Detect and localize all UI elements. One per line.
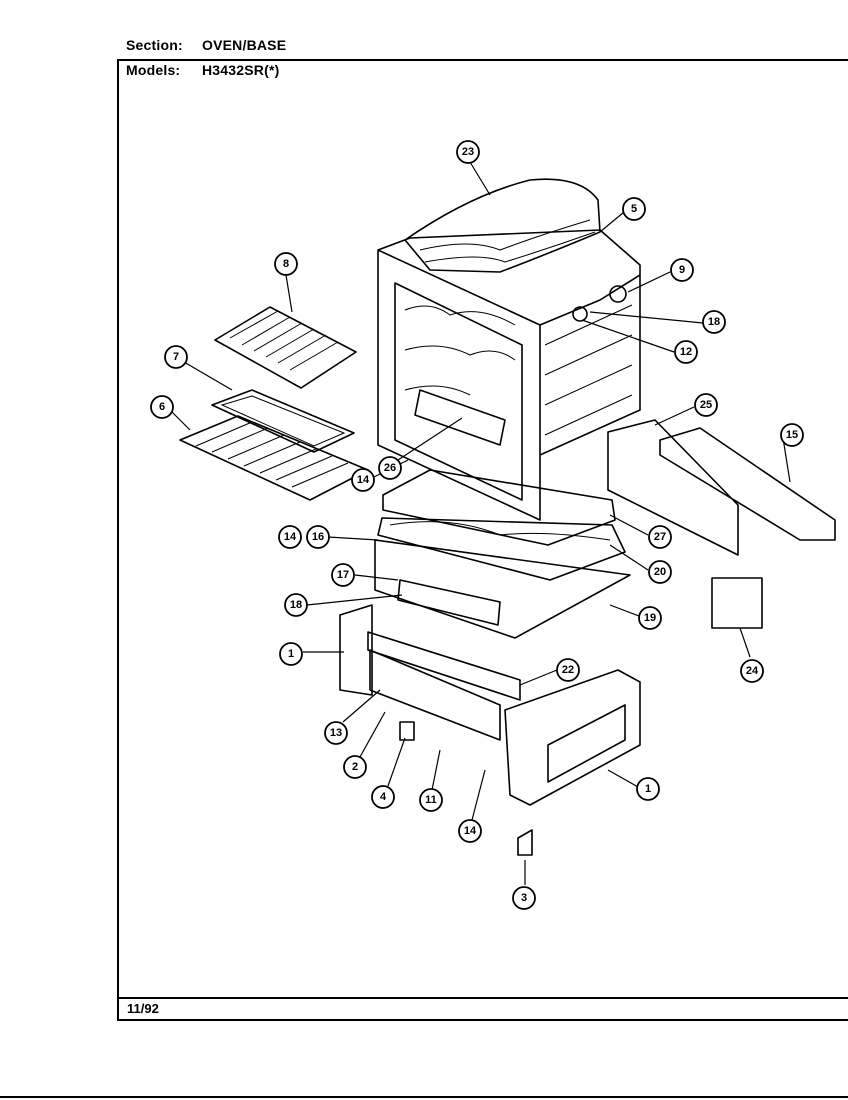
callout-26: 26 <box>378 456 402 480</box>
callout-23: 23 <box>456 140 480 164</box>
callout-24: 24 <box>740 659 764 683</box>
svg-text:13: 13 <box>330 727 342 739</box>
svg-text:27: 27 <box>654 531 666 543</box>
callout-18-top: 18 <box>702 310 726 334</box>
footer-divider <box>117 997 848 999</box>
svg-text:14: 14 <box>357 474 370 486</box>
callout-7: 7 <box>164 345 188 369</box>
svg-text:12: 12 <box>680 346 692 358</box>
svg-text:2: 2 <box>352 761 358 773</box>
svg-text:23: 23 <box>462 146 474 158</box>
callout-20: 20 <box>648 560 672 584</box>
svg-text:8: 8 <box>283 258 289 270</box>
page-bottom-rule <box>0 1096 848 1098</box>
svg-text:1: 1 <box>288 648 294 660</box>
section-header: Section: OVEN/BASE <box>126 37 286 53</box>
callout-16: 16 <box>306 525 330 549</box>
side-panels <box>607 419 836 556</box>
svg-text:18: 18 <box>708 316 720 328</box>
diagram-frame <box>117 59 848 1021</box>
models-label: Models: <box>126 62 181 78</box>
section-label: Section: <box>126 37 183 53</box>
burner-tray <box>374 539 631 639</box>
callout-25: 25 <box>694 393 718 417</box>
insulation-top <box>404 178 601 273</box>
callout-12: 12 <box>674 340 698 364</box>
svg-text:26: 26 <box>384 462 396 474</box>
callout-2: 2 <box>343 755 367 779</box>
callout-1-right: 1 <box>636 777 660 801</box>
callout-9: 9 <box>670 258 694 282</box>
svg-text:17: 17 <box>337 569 349 581</box>
svg-text:25: 25 <box>700 399 712 411</box>
callout-22: 22 <box>556 658 580 682</box>
leader-lines <box>169 161 791 885</box>
svg-text:5: 5 <box>631 203 637 215</box>
svg-text:24: 24 <box>746 665 759 677</box>
callout-14-mid: 14 <box>351 468 375 492</box>
callout-19: 19 <box>638 606 662 630</box>
svg-text:6: 6 <box>159 401 165 413</box>
svg-text:4: 4 <box>380 791 387 803</box>
svg-text:14: 14 <box>284 531 297 543</box>
svg-text:20: 20 <box>654 566 666 578</box>
callout-14-left: 14 <box>278 525 302 549</box>
svg-text:18: 18 <box>290 599 302 611</box>
callout-1-left: 1 <box>279 642 303 666</box>
callout-6: 6 <box>150 395 174 419</box>
revision-date: 11/92 <box>127 1001 159 1016</box>
callout-8: 8 <box>274 252 298 276</box>
callout-3: 3 <box>512 886 536 910</box>
svg-text:9: 9 <box>679 264 685 276</box>
callout-17: 17 <box>331 563 355 587</box>
svg-text:22: 22 <box>562 664 574 676</box>
callout-18-mid: 18 <box>284 593 308 617</box>
svg-text:19: 19 <box>644 612 656 624</box>
svg-text:7: 7 <box>173 351 179 363</box>
callout-14-bottom: 14 <box>458 819 482 843</box>
svg-text:15: 15 <box>786 429 798 441</box>
svg-text:1: 1 <box>645 783 651 795</box>
svg-text:14: 14 <box>464 825 477 837</box>
base-frame <box>339 577 763 856</box>
broiler-pan-insert <box>214 306 357 389</box>
oven-bottom <box>377 469 626 581</box>
oven-cavity <box>377 229 641 521</box>
callout-5: 5 <box>622 197 646 221</box>
callout-11: 11 <box>419 788 443 812</box>
callout-4: 4 <box>371 785 395 809</box>
callout-27: 27 <box>648 525 672 549</box>
svg-text:3: 3 <box>521 892 527 904</box>
models-header: Models: H3432SR(*) <box>126 62 279 78</box>
callout-15: 15 <box>780 423 804 447</box>
models-value: H3432SR(*) <box>202 62 280 78</box>
svg-text:16: 16 <box>312 531 324 543</box>
section-value: OVEN/BASE <box>202 37 287 53</box>
callout-13: 13 <box>324 721 348 745</box>
svg-text:11: 11 <box>425 794 437 806</box>
